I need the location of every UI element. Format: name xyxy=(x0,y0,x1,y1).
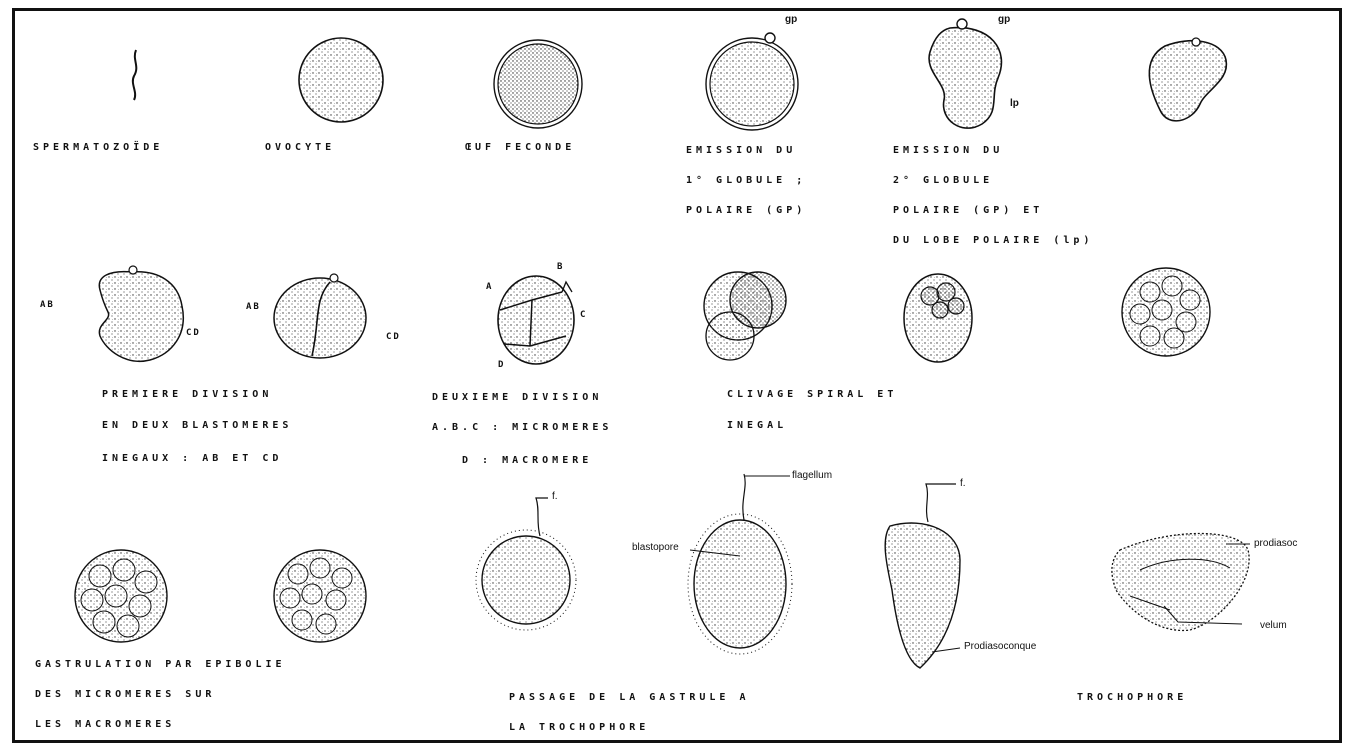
label-gastrulation-line3: LES MACROMERES xyxy=(35,719,175,730)
annotation-ab-2: AB xyxy=(246,302,261,312)
label-premiere-line3: INEGAUX : AB ET CD xyxy=(102,453,282,464)
label-deuxieme-line1: DEUXIEME DIVISION xyxy=(432,392,602,403)
label-trochophore: TROCHOPHORE xyxy=(1077,692,1187,703)
gastrulation-drawing-b xyxy=(274,550,366,642)
label-emission1-line2: 1° GLOBULE ; xyxy=(686,175,806,186)
label-clivage-line2: INEGAL xyxy=(727,420,787,431)
label-premiere-line2: EN DEUX BLASTOMERES xyxy=(102,420,292,431)
annotation-gp-1: gp xyxy=(785,14,797,25)
annotation-velum: velum xyxy=(1260,620,1287,631)
annotation-ab-1: AB xyxy=(40,300,55,310)
spiral-cleavage-drawing-b xyxy=(904,274,972,362)
first-division-drawing-a xyxy=(99,266,183,361)
annotation-cd-2: CD xyxy=(386,332,401,342)
label-deuxieme-line2: A.B.C : MICROMERES xyxy=(432,422,612,433)
annotation-gp-2: gp xyxy=(998,14,1010,25)
annotation-lp: lp xyxy=(1010,98,1019,109)
annotation-prodiasoconque: Prodiasoconque xyxy=(964,641,1036,652)
label-gastrulation-line1: GASTRULATION PAR EPIBOLIE xyxy=(35,659,286,670)
annotation-c: C xyxy=(580,310,587,320)
spermatozoide-drawing xyxy=(133,50,136,100)
label-emission2-line1: EMISSION DU xyxy=(893,145,1003,156)
ovocyte-drawing xyxy=(299,38,383,122)
gastrula-drawing xyxy=(476,498,576,630)
annotation-prodiasoc: prodiasoc xyxy=(1254,538,1297,549)
lobe-drawing xyxy=(1149,38,1226,121)
label-premiere-line1: PREMIERE DIVISION xyxy=(102,389,272,400)
annotation-f-2: f. xyxy=(960,478,966,489)
second-division-drawing xyxy=(498,276,574,364)
annotation-a: A xyxy=(486,282,493,292)
trochophore-drawing xyxy=(1112,534,1250,631)
label-emission2-line2: 2° GLOBULE xyxy=(893,175,993,186)
label-clivage-line1: CLIVAGE SPIRAL ET xyxy=(727,389,897,400)
annotation-cd-1: CD xyxy=(186,328,201,338)
label-emission1-line1: EMISSION DU xyxy=(686,145,796,156)
label-emission2-line3: POLAIRE (GP) ET xyxy=(893,205,1043,216)
label-oeuf-feconde: ŒUF FECONDE xyxy=(465,142,575,153)
label-ovocyte: OVOCYTE xyxy=(265,142,335,153)
label-spermatozoide: SPERMATOZOÏDE xyxy=(33,142,163,153)
annotation-flagellum: flagellum xyxy=(792,470,832,481)
oeuf-feconde-drawing xyxy=(494,40,582,128)
label-passage-line2: LA TROCHOPHORE xyxy=(509,722,649,733)
label-emission1-line3: POLAIRE (GP) xyxy=(686,205,806,216)
annotation-d: D xyxy=(498,360,505,370)
early-trochophore-drawing xyxy=(885,484,960,668)
annotation-blastopore: blastopore xyxy=(632,542,679,553)
emission2-drawing xyxy=(929,19,1001,128)
label-passage-line1: PASSAGE DE LA GASTRULE A xyxy=(509,692,750,703)
label-deuxieme-line3: D : MACROMERE xyxy=(462,455,592,466)
annotation-f-1: f. xyxy=(552,491,558,502)
morula-drawing xyxy=(1122,268,1210,356)
label-emission2-line4: DU LOBE POLAIRE (lp) xyxy=(893,235,1093,246)
annotation-b: B xyxy=(557,262,564,272)
blastopore-drawing xyxy=(688,474,792,654)
gastrulation-drawing-a xyxy=(75,550,167,642)
first-division-drawing-b xyxy=(274,274,366,358)
spiral-cleavage-drawing-a xyxy=(704,272,786,360)
label-gastrulation-line2: DES MICROMERES SUR xyxy=(35,689,215,700)
emission1-drawing xyxy=(706,33,798,130)
